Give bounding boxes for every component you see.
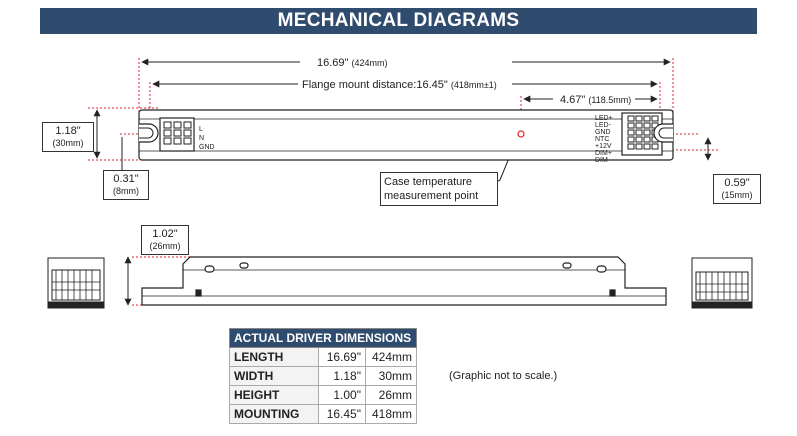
driver-end-view-left [47, 257, 105, 309]
driver-top-view [138, 109, 674, 161]
terminal-label-right: +12V [595, 143, 612, 150]
section-banner: MECHANICAL DIAGRAMS [40, 8, 757, 34]
terminal-label-right: GND [595, 129, 611, 136]
right-offset-label: 4.67" (118.5mm) [560, 94, 631, 106]
table-title: ACTUAL DRIVER DIMENSIONS [229, 328, 417, 348]
terminal-label-right: LED- [595, 122, 612, 129]
right-hole-dimension-box: 0.59"(15mm) [713, 174, 761, 204]
scale-note: (Graphic not to scale.) [449, 370, 558, 382]
terminal-label-left: N [199, 135, 204, 142]
height-dimension-box: 1.02"(26mm) [141, 225, 189, 255]
terminal-label-right: DIM+ [595, 150, 612, 157]
flange-distance-label: Flange mount distance:16.45" (418mm±1) [302, 79, 497, 91]
terminal-label-right: NTC [595, 136, 609, 143]
temperature-point-marker [517, 130, 525, 138]
terminal-label-right: DIM- [595, 157, 611, 164]
overall-length-label: 16.69" (424mm) [317, 57, 388, 69]
hole-offset-dimension-box: 0.31"(8mm) [103, 170, 149, 200]
width-dimension-box: 1.18"(30mm) [42, 122, 94, 152]
driver-side-view [132, 256, 667, 306]
driver-end-view-right [691, 257, 753, 309]
terminal-label-right: LED+ [595, 115, 613, 122]
terminal-label-left: GND [199, 144, 215, 151]
terminal-label-left: L [199, 126, 203, 133]
